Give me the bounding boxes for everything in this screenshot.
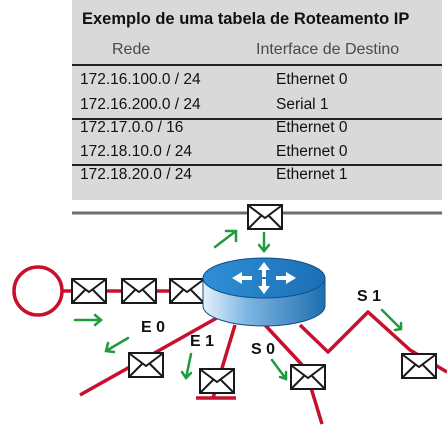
interface-label-e1: E 1 [190, 333, 215, 350]
arrow-icon [73, 229, 403, 381]
interface-label-s0: S 0 [251, 341, 276, 358]
interface-label-e0: E 0 [141, 319, 166, 336]
row-divider [72, 64, 442, 66]
host-ring [12, 265, 64, 317]
row-interface: Serial 1 [276, 96, 329, 113]
row-divider [72, 118, 442, 120]
envelope-icon [401, 353, 437, 379]
table-row: 172.18.10.0 / 24 Ethernet 0 [72, 140, 442, 162]
column-header-interface: Interface de Destino [256, 41, 400, 58]
table-row: 172.18.20.0 / 24 Ethernet 1 [72, 163, 442, 185]
row-network: 172.17.0.0 / 16 [80, 119, 184, 136]
row-network: 172.16.100.0 / 24 [80, 71, 201, 88]
row-interface: Ethernet 0 [276, 71, 348, 88]
envelope-icon [290, 364, 326, 390]
row-interface: Ethernet 1 [276, 166, 348, 183]
envelope-icon [199, 368, 235, 394]
envelope-icon [71, 278, 107, 304]
table-row: 172.17.0.0 / 16 Ethernet 0 [72, 116, 442, 138]
table-row: 172.16.200.0 / 24 Serial 1 [72, 93, 442, 115]
row-network: 172.16.200.0 / 24 [80, 96, 201, 113]
envelope-icon [169, 278, 205, 304]
router-icon [202, 257, 326, 327]
row-interface: Ethernet 0 [276, 119, 348, 136]
row-divider [72, 164, 442, 166]
envelope-icon [128, 352, 164, 378]
row-network: 172.18.10.0 / 24 [80, 143, 193, 160]
routing-table: Exemplo de uma tabela de Roteamento IP R… [72, 0, 442, 200]
interface-label-s1: S 1 [357, 288, 382, 305]
table-row: 172.16.100.0 / 24 Ethernet 0 [72, 68, 442, 90]
column-header-network: Rede [112, 41, 151, 58]
envelope-icon [247, 204, 283, 230]
row-interface: Ethernet 0 [276, 143, 348, 160]
envelope-icon [121, 278, 157, 304]
row-network: 172.18.20.0 / 24 [80, 166, 193, 183]
table-title: Exemplo de uma tabela de Roteamento IP [82, 10, 410, 28]
